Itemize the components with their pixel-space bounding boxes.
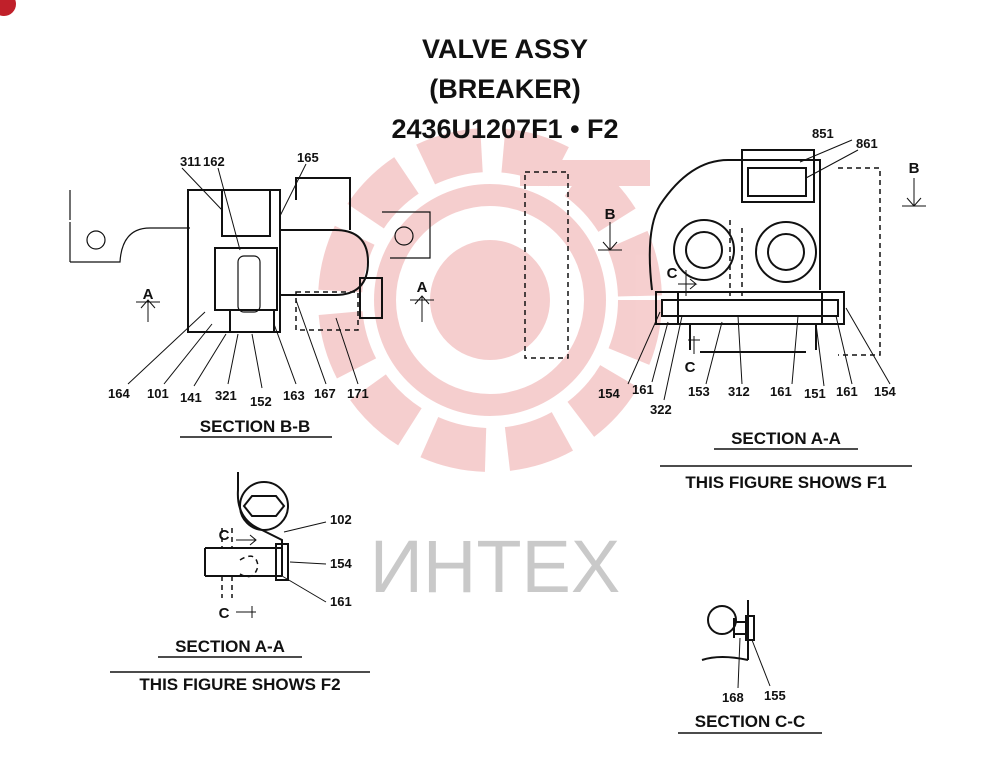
- cut-label-c-bottom: C: [685, 359, 696, 376]
- part-label-152: 152: [250, 394, 272, 409]
- section-aa-f2-drawing: [204, 472, 327, 618]
- cut-label-a-left: A: [143, 286, 154, 303]
- watermark-logo: [318, 128, 662, 472]
- part-label-141: 141: [180, 390, 202, 405]
- part-label-321: 321: [215, 388, 237, 403]
- section-aa-f1-caption: SECTION A-A: [731, 429, 841, 448]
- part-label-161-a: 161: [632, 382, 654, 397]
- part-label-102: 102: [330, 512, 352, 527]
- part-label-154-left: 154: [598, 386, 620, 401]
- part-label-153: 153: [688, 384, 710, 399]
- section-aa-f2-caption: SECTION A-A: [175, 637, 285, 656]
- part-label-154-f2: 154: [330, 556, 352, 571]
- part-label-851: 851: [812, 126, 834, 141]
- cut-label-b-left: B: [605, 206, 616, 223]
- part-label-155: 155: [764, 688, 786, 703]
- part-label-322: 322: [650, 402, 672, 417]
- part-label-151: 151: [804, 386, 826, 401]
- title-line-2: (BREAKER): [429, 74, 581, 104]
- watermark-text: ИНТЕХ: [370, 525, 621, 608]
- part-label-161-c: 161: [836, 384, 858, 399]
- section-aa-f1-note: THIS FIGURE SHOWS F1: [685, 473, 886, 492]
- cut-label-c-f2-top: C: [219, 527, 230, 544]
- part-label-168: 168: [722, 690, 744, 705]
- part-label-161-f2: 161: [330, 594, 352, 609]
- part-label-154-right: 154: [874, 384, 896, 399]
- cut-label-c-f2-bottom: C: [219, 605, 230, 622]
- part-label-311: 311: [180, 154, 201, 169]
- title-line-3: 2436U1207F1 • F2: [391, 114, 618, 144]
- part-label-165: 165: [297, 150, 319, 165]
- part-label-861: 861: [856, 136, 878, 151]
- cut-label-a-right: A: [417, 279, 428, 296]
- corner-badge-icon: [0, 0, 16, 16]
- section-bb-caption: SECTION B-B: [200, 417, 311, 436]
- section-aa-f2-note: THIS FIGURE SHOWS F2: [139, 675, 340, 694]
- section-cc-drawing: [701, 600, 771, 689]
- section-bb-drawing: [69, 163, 434, 389]
- part-label-162: 162: [203, 154, 225, 169]
- part-label-167: 167: [314, 386, 336, 401]
- part-label-161-b: 161: [770, 384, 792, 399]
- part-label-171: 171: [347, 386, 369, 401]
- title-line-1: VALVE ASSY: [422, 34, 588, 64]
- part-label-101: 101: [147, 386, 169, 401]
- cut-label-c-top: C: [667, 265, 678, 282]
- part-label-312: 312: [728, 384, 750, 399]
- part-label-164: 164: [108, 386, 130, 401]
- cut-label-b-right: B: [909, 160, 920, 177]
- section-aa-f1-drawing: [524, 139, 926, 401]
- part-label-163: 163: [283, 388, 305, 403]
- section-cc-caption: SECTION C-C: [695, 712, 806, 731]
